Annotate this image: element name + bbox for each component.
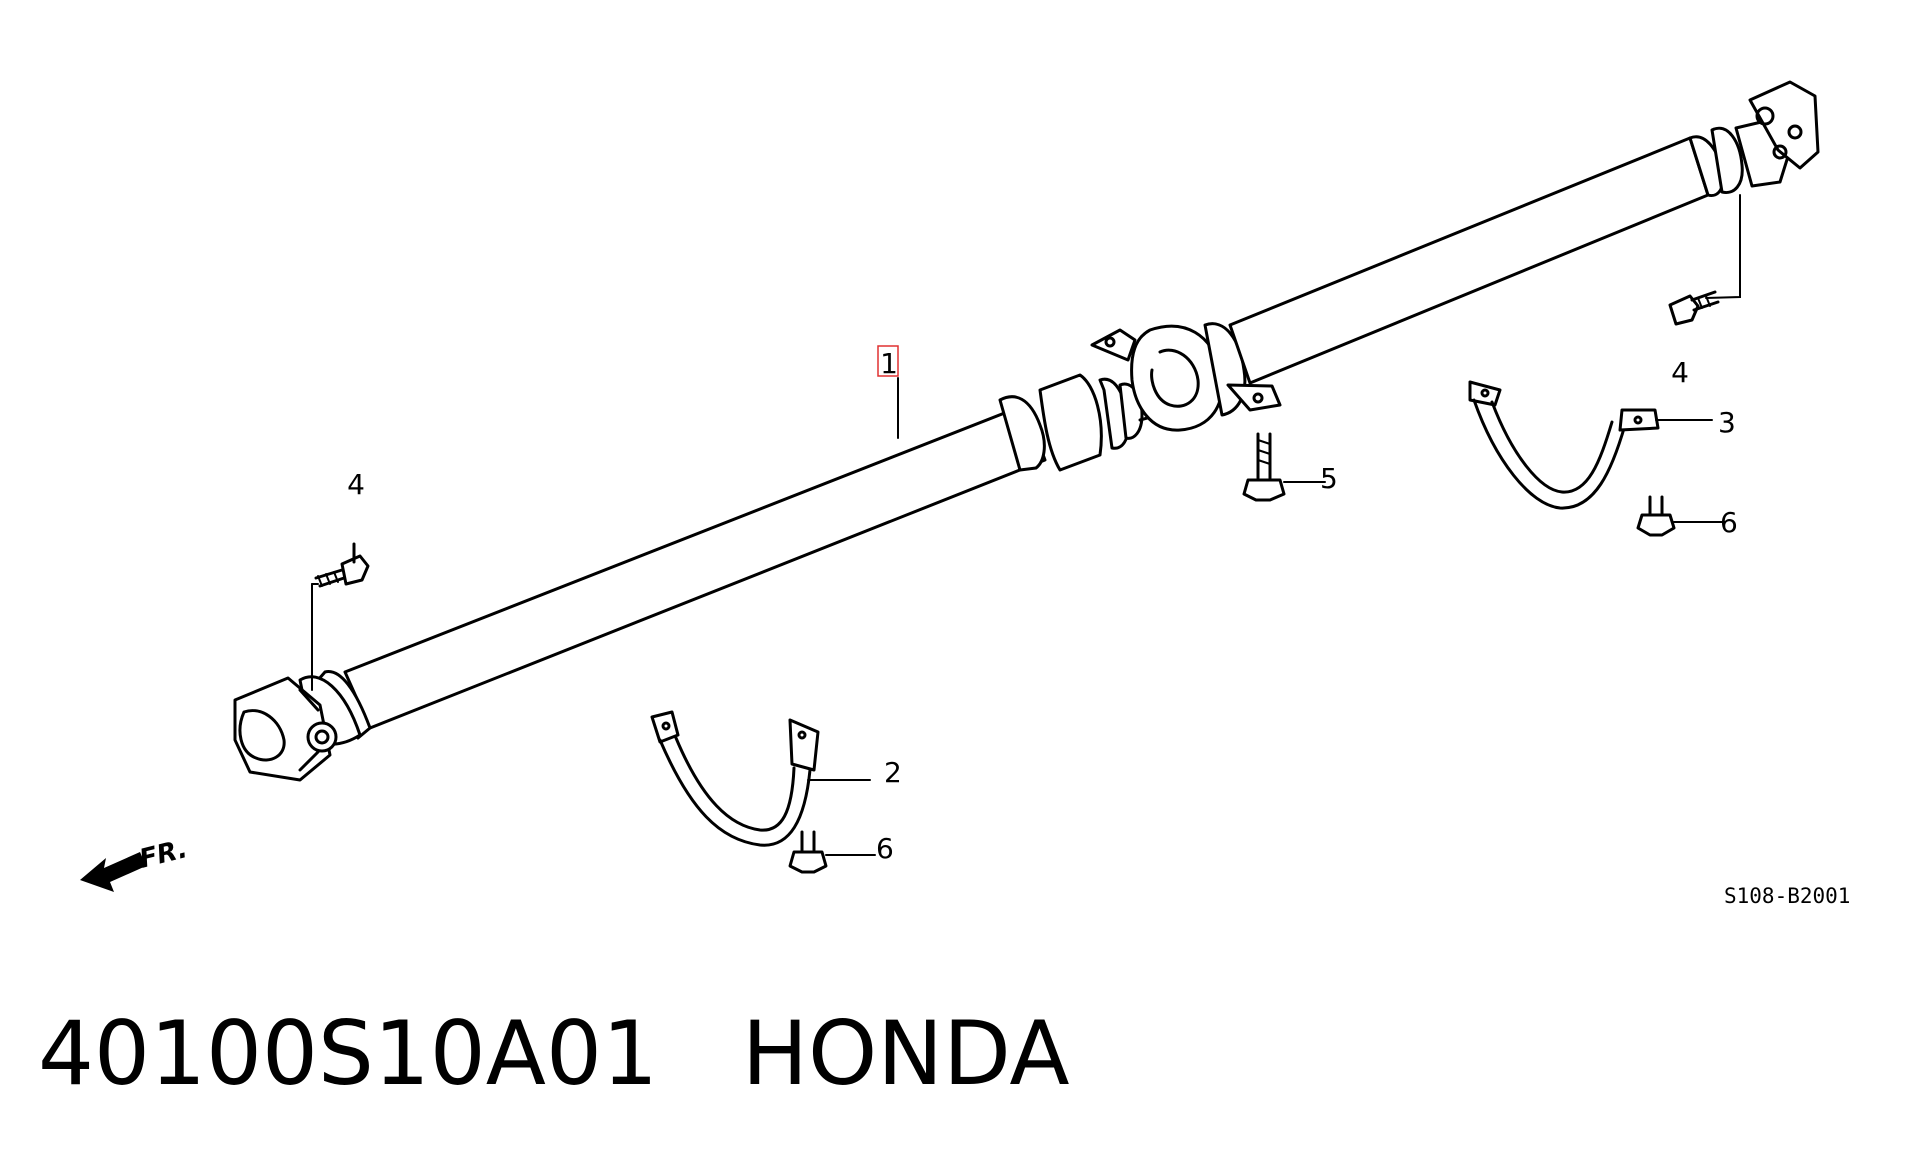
callout-highlight-box — [877, 345, 899, 377]
propeller-shaft — [233, 80, 1820, 782]
bolt-bracket-rear-6 — [1636, 495, 1726, 537]
part-number-caption: 40100S10A01 HONDA — [38, 1002, 1070, 1105]
front-direction-arrow: FR. — [80, 834, 190, 892]
bolt-rear-4 — [1668, 194, 1741, 326]
callout-1: 1 — [880, 347, 898, 380]
bolt-center-5 — [1242, 432, 1326, 502]
callout-2: 2 — [884, 756, 902, 789]
bolt-front-4 — [311, 542, 370, 691]
diagram-reference-code: S108-B2001 — [1724, 884, 1850, 908]
callout-4-rear: 4 — [1671, 356, 1689, 389]
bolt-bracket-front-6 — [788, 830, 876, 874]
front-direction-label: FR. — [136, 834, 190, 875]
callout-6-rear: 6 — [1720, 506, 1738, 539]
bracket-rear-3 — [1468, 380, 1713, 510]
callout-5: 5 — [1320, 462, 1338, 495]
bracket-front-2 — [650, 710, 871, 847]
callout-6-front: 6 — [876, 832, 894, 865]
callout-4-front: 4 — [347, 468, 365, 501]
callout-3: 3 — [1718, 406, 1736, 439]
